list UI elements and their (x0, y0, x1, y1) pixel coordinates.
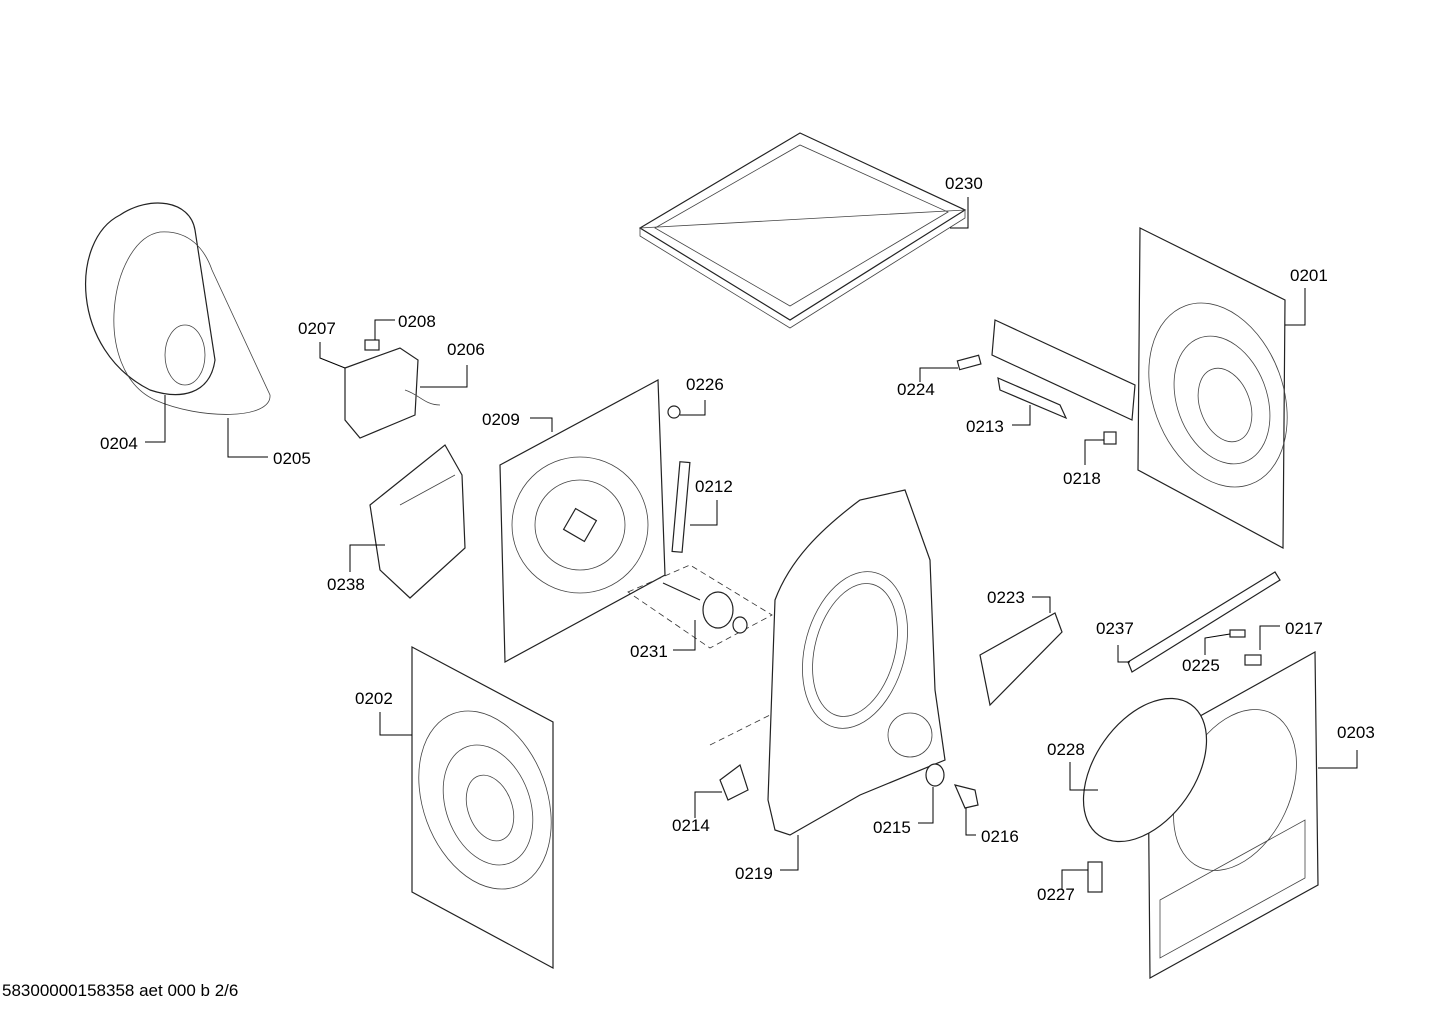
callout-0216: 0216 (981, 827, 1019, 846)
part-rear-panel (499, 379, 666, 663)
leader-line-0237 (1117, 645, 1130, 663)
part-filter-housing (369, 444, 466, 599)
part-side-panel-right (1137, 227, 1288, 549)
callout-0214: 0214 (672, 816, 710, 835)
leader-line-0202 (379, 712, 412, 736)
drawing-reference: 58300000158358 aet 000 b 2/6 (2, 981, 239, 1000)
part-electronic-module (344, 339, 441, 439)
leader-line-0218 (1084, 439, 1104, 465)
leader-line-0238 (349, 544, 385, 572)
leader-line-0228 (1069, 762, 1098, 791)
callout-0219: 0219 (735, 864, 773, 883)
leader-line-0207 (319, 342, 346, 369)
part-clip (667, 405, 681, 419)
callout-0213: 0213 (966, 417, 1004, 436)
leader-line-0230 (950, 197, 969, 229)
leader-line-0201 (1285, 288, 1306, 326)
part-control-board (956, 319, 1136, 445)
callout-0201: 0201 (1290, 266, 1328, 285)
part-0225 (1229, 629, 1246, 638)
leader-lines (145, 197, 1358, 890)
callout-0230: 0230 (945, 174, 983, 193)
part-strip (1127, 571, 1281, 673)
leader-line-0208 (374, 319, 395, 340)
callout-0237: 0237 (1096, 619, 1134, 638)
callout-0203: 0203 (1337, 723, 1375, 742)
part-lint-filter (979, 612, 1063, 707)
leader-line-0206 (420, 365, 468, 388)
callout-0215: 0215 (873, 818, 911, 837)
leader-line-0216 (965, 808, 976, 836)
callout-0204: 0204 (100, 434, 138, 453)
callout-0206: 0206 (447, 340, 485, 359)
part-bracket (671, 461, 691, 553)
callout-0202: 0202 (355, 689, 393, 708)
callout-0205: 0205 (273, 449, 311, 468)
leader-line-0223 (1032, 596, 1051, 613)
part-drum-housing (709, 489, 946, 836)
callout-0238: 0238 (327, 575, 365, 594)
leader-line-0209 (530, 417, 553, 432)
callout-labels: 0201 0202 0203 0204 0205 0206 0207 0208 0209 0212… (100, 174, 1375, 904)
leader-line-0214 (694, 791, 722, 818)
leader-line-0224 (919, 367, 958, 382)
callout-0218: 0218 (1063, 469, 1101, 488)
leader-line-0205 (227, 418, 268, 458)
leader-line-0203 (1318, 750, 1358, 769)
leader-line-0219 (780, 835, 799, 871)
callout-0231: 0231 (630, 642, 668, 661)
part-0227 (1087, 861, 1103, 893)
part-door-seal (84, 202, 271, 415)
leader-line-0217 (1259, 625, 1280, 650)
leader-line-0226 (680, 400, 706, 416)
part-side-panel-left (411, 646, 554, 970)
part-door-gasket (1082, 697, 1208, 843)
leader-line-0212 (690, 500, 718, 526)
callout-0217: 0217 (1285, 619, 1323, 638)
callout-0224: 0224 (897, 380, 935, 399)
part-top-cover (638, 132, 967, 329)
part-0216 (953, 784, 979, 809)
callout-0212: 0212 (695, 477, 733, 496)
callout-0209: 0209 (482, 410, 520, 429)
leader-line-0227 (1061, 869, 1088, 890)
callout-0227: 0227 (1037, 885, 1075, 904)
part-fan-assembly (627, 564, 773, 649)
callout-0208: 0208 (398, 312, 436, 331)
leader-line-0215 (918, 787, 934, 824)
callout-0223: 0223 (987, 588, 1025, 607)
part-0215 (925, 763, 945, 787)
callout-0228: 0228 (1047, 740, 1085, 759)
callout-0207: 0207 (298, 319, 336, 338)
part-0214 (719, 764, 749, 801)
part-0217 (1244, 654, 1262, 666)
leader-line-0231 (673, 620, 696, 651)
leader-line-0225 (1204, 633, 1231, 655)
part-drawings (84, 132, 1319, 980)
callout-0226: 0226 (686, 375, 724, 394)
leader-line-0204 (145, 395, 166, 443)
callout-0225: 0225 (1182, 656, 1220, 675)
leader-line-0213 (1012, 405, 1031, 426)
